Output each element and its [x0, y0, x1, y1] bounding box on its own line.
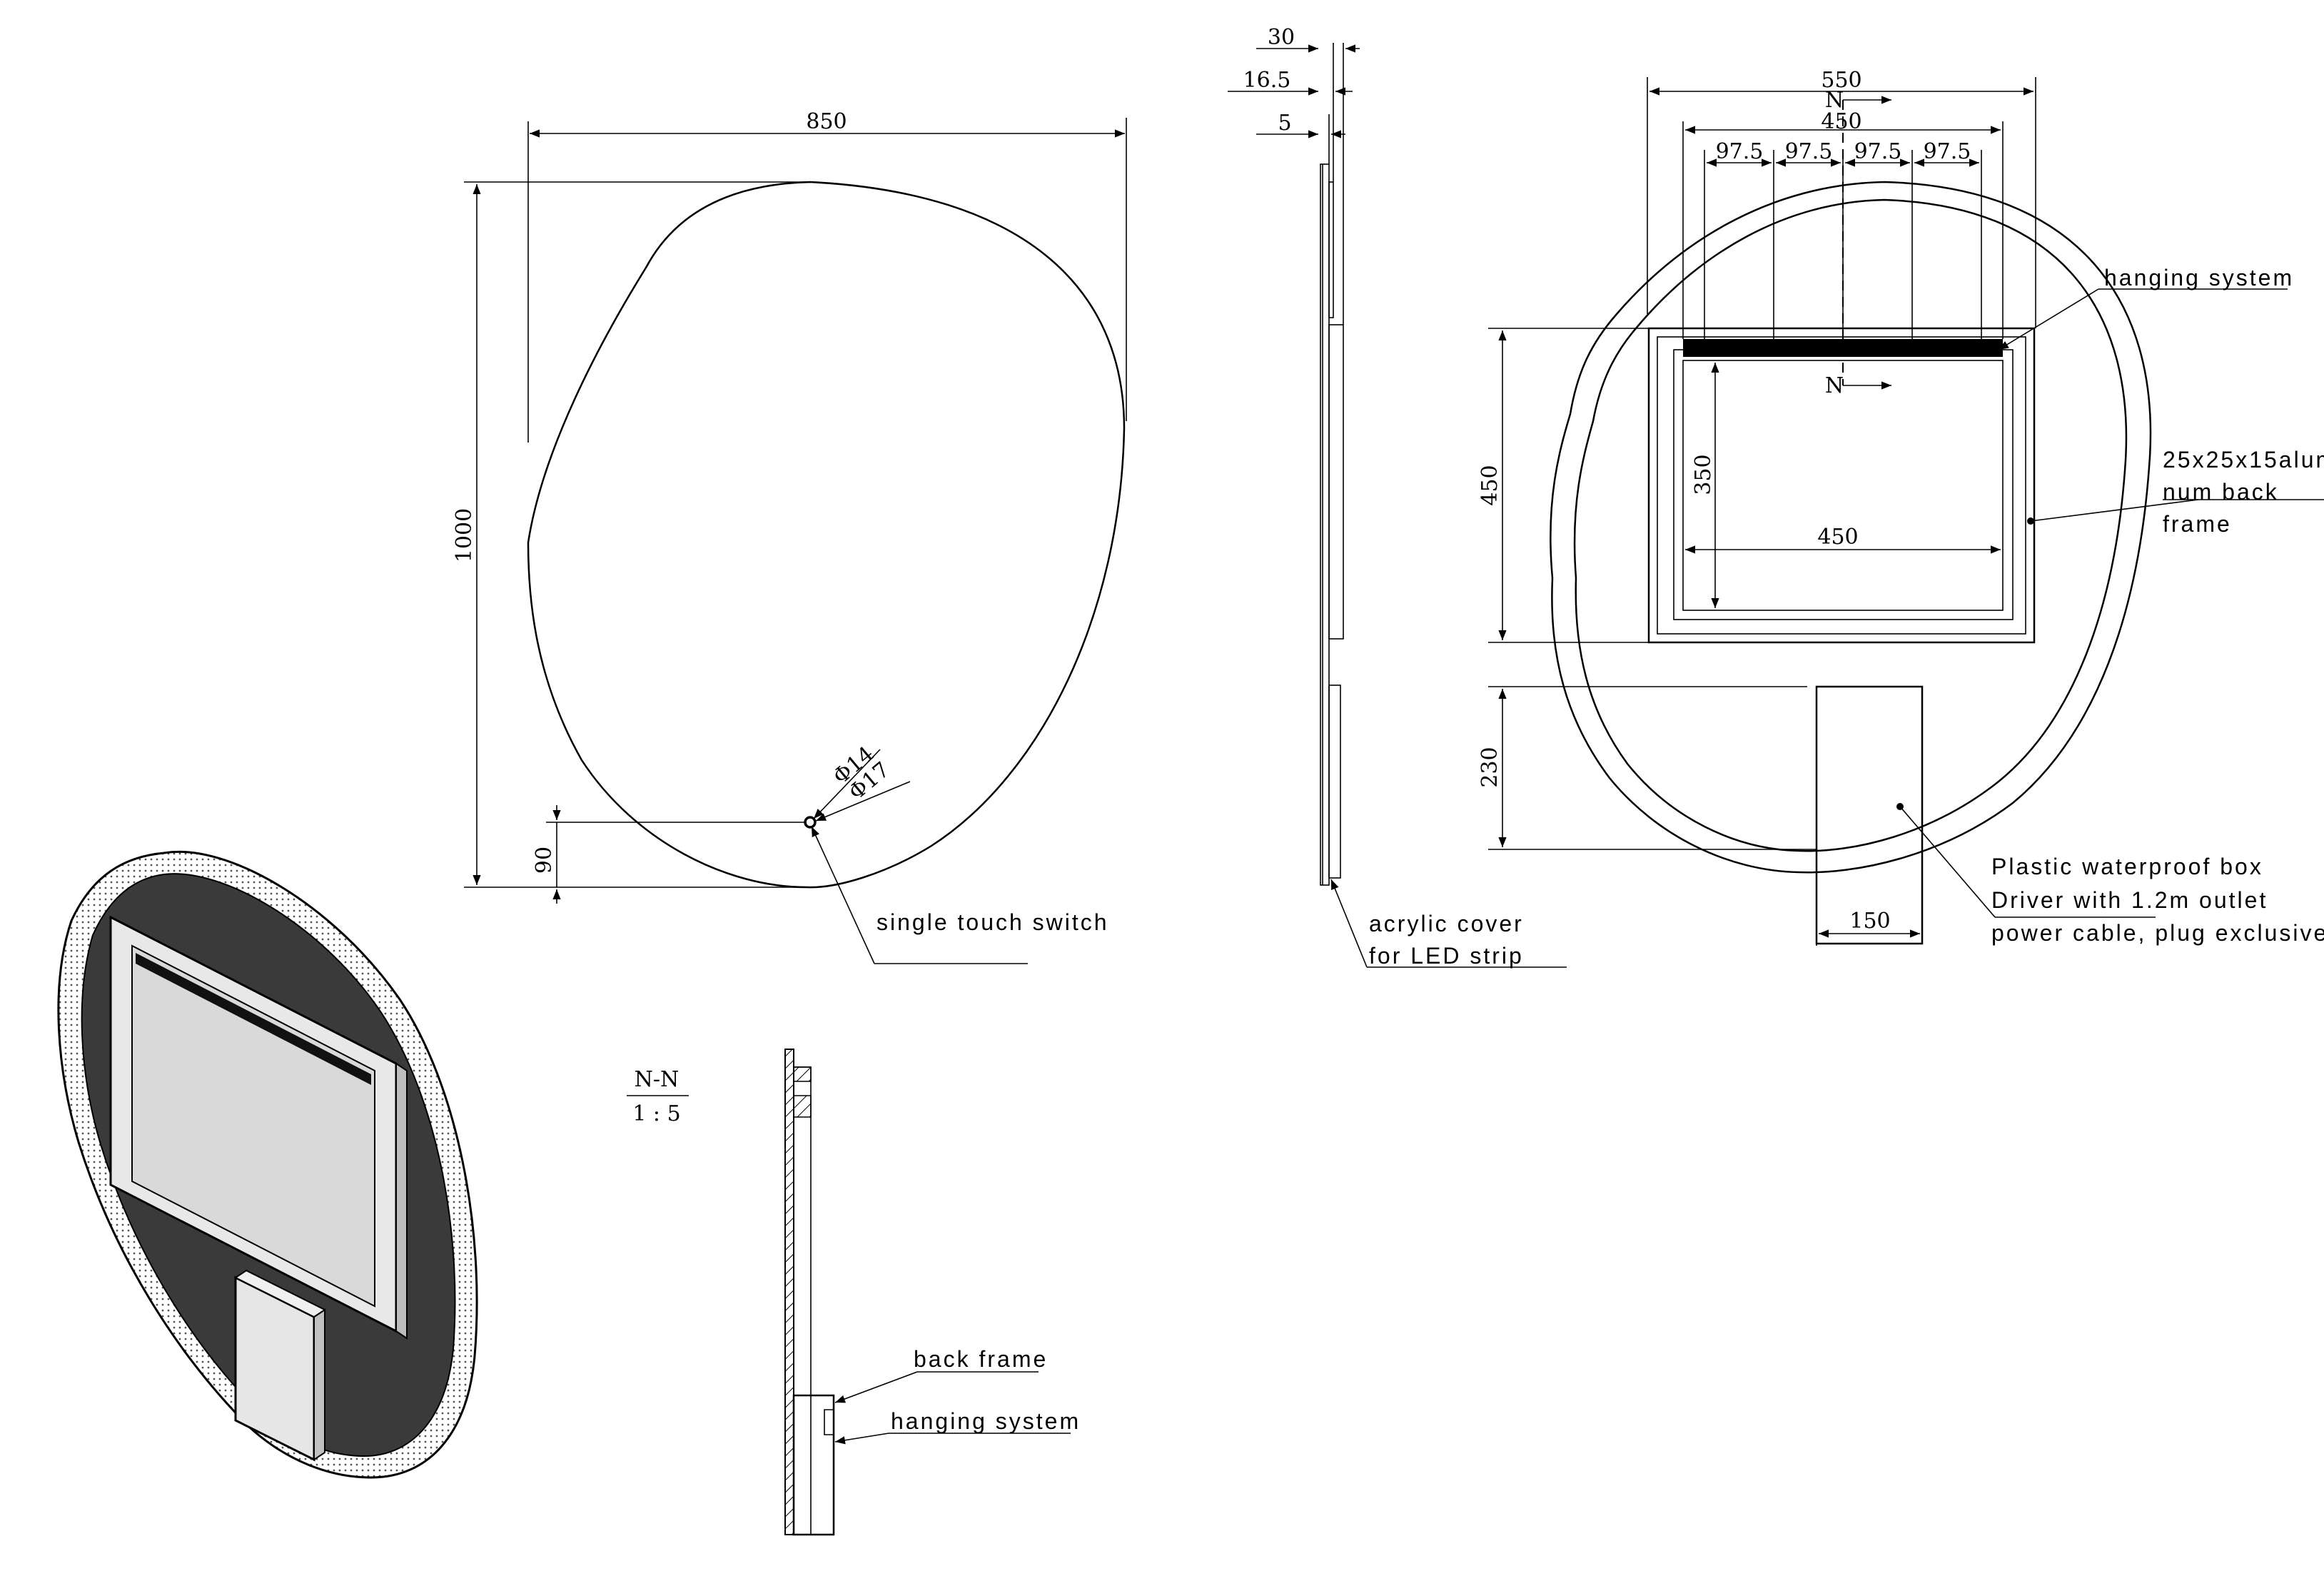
section-hanging-leader: hanging system	[834, 1408, 1081, 1445]
section-scale: 1 : 5	[632, 1101, 680, 1126]
section-frame-mid	[793, 1095, 812, 1118]
inner-width-dimension: 450	[1685, 525, 2001, 554]
box-label-1: Plastic waterproof box	[1991, 854, 2263, 879]
dim-350: 350	[1691, 454, 1716, 495]
dim-550: 550	[1821, 68, 1861, 93]
dim-230: 230	[1477, 747, 1502, 787]
side-view: 30 16.5 5 acrylic cover for LED strip	[1228, 25, 1567, 969]
back-frame-outer	[1647, 327, 2036, 644]
dim-5: 5	[1278, 111, 1291, 136]
switch-diameter-leaders: Φ14 Φ17	[813, 742, 911, 822]
side-depth-dimensions: 30 16.5 5	[1228, 25, 1360, 138]
touch-switch-icon	[804, 816, 817, 829]
mirror-outline-back-outer	[1550, 181, 2152, 874]
box-label-2: Driver with 1.2m outlet	[1991, 887, 2268, 913]
dim-450-inner: 450	[1817, 525, 1858, 550]
hanging-system-leader: hanging system	[1998, 265, 2294, 350]
iso-led-bar	[136, 953, 371, 1085]
dim-30: 30	[1268, 25, 1295, 50]
overall-width-dimension: 550	[1647, 68, 2036, 328]
frame-label-3: frame	[2163, 511, 2232, 537]
dim-450-height: 450	[1477, 465, 1502, 505]
switch-offset-dimension: 90	[532, 805, 807, 904]
section-title: N-N	[635, 1067, 679, 1092]
frame-label-1: 25x25x15alumi	[2163, 447, 2324, 473]
iso-frame-glass	[131, 944, 375, 1308]
side-box	[1328, 685, 1341, 879]
dim-150: 150	[1849, 909, 1890, 934]
dim-90: 90	[532, 847, 557, 874]
hanging-label: hanging system	[2104, 265, 2294, 291]
section-mark-bottom: N	[1825, 373, 1844, 398]
driver-box	[1815, 685, 1924, 945]
back-frame-opening	[1682, 360, 2004, 611]
side-back-frame	[1328, 324, 1344, 640]
mirror-outline-front	[527, 181, 1126, 889]
dim-1000: 1000	[452, 508, 477, 562]
dim-850: 850	[806, 109, 847, 134]
side-glass	[1320, 163, 1330, 886]
section-glass	[784, 1049, 794, 1535]
dim-450-rail: 450	[1821, 109, 1861, 134]
width-dimension: 850	[527, 109, 1127, 443]
switch-label: single touch switch	[876, 909, 1109, 935]
section-hanging-label: hanging system	[891, 1408, 1081, 1434]
section-n-n: N-N 1 : 5 back frame hanging system	[627, 1049, 1081, 1536]
pitch-dimensions: 97.5 97.5 97.5 97.5	[1704, 139, 1982, 350]
section-frame-top	[793, 1066, 812, 1082]
section-hook	[824, 1409, 834, 1435]
cover-label-1: acrylic cover	[1369, 911, 1524, 936]
acrylic-cover-leader: acrylic cover for LED strip	[1330, 879, 1567, 969]
dim-pitch-3: 97.5	[1854, 139, 1902, 164]
frame-height-dimension: 450	[1477, 328, 1649, 643]
height-dimension: 1000	[452, 181, 810, 888]
frame-label-2: num back	[2163, 479, 2279, 505]
inner-height-dimension: 350	[1691, 363, 1719, 608]
box-height-dimension: 230	[1477, 686, 1817, 850]
front-view: 850 1000 90 Φ14 Φ17 single to	[452, 109, 1127, 964]
driver-box-leader: Plastic waterproof box Driver with 1.2m …	[1899, 806, 2324, 946]
side-back-segment-1	[1328, 181, 1334, 318]
back-frame-leader: 25x25x15alumi num back frame	[2027, 447, 2324, 537]
dim-pitch-4: 97.5	[1924, 139, 1971, 164]
dim-pitch-2: 97.5	[1785, 139, 1833, 164]
iso-frame-side	[395, 1062, 408, 1340]
section-back-strip	[793, 1066, 812, 1535]
back-frame-edge	[1657, 336, 2026, 635]
cover-label-2: for LED strip	[1369, 943, 1524, 969]
back-view: N N 550 450 97.5	[1477, 68, 2324, 946]
dim-pitch-1: 97.5	[1716, 139, 1764, 164]
dim-16-5: 16.5	[1243, 68, 1291, 93]
switch-label-leader: single touch switch	[811, 826, 1109, 964]
isometric-view	[57, 851, 478, 1479]
rail-width-dimension: 450	[1682, 109, 2004, 339]
iso-driver-box-side	[313, 1308, 325, 1461]
box-label-3: power cable, plug exclusive	[1991, 920, 2324, 946]
iso-driver-box-top	[234, 1269, 326, 1318]
section-box	[792, 1394, 835, 1536]
section-back-frame-leader: back frame	[834, 1346, 1048, 1403]
back-frame-label: back frame	[914, 1346, 1048, 1372]
box-width-dimension: 150	[1816, 909, 1920, 946]
mirror-outline-back-inner	[1573, 198, 2128, 852]
